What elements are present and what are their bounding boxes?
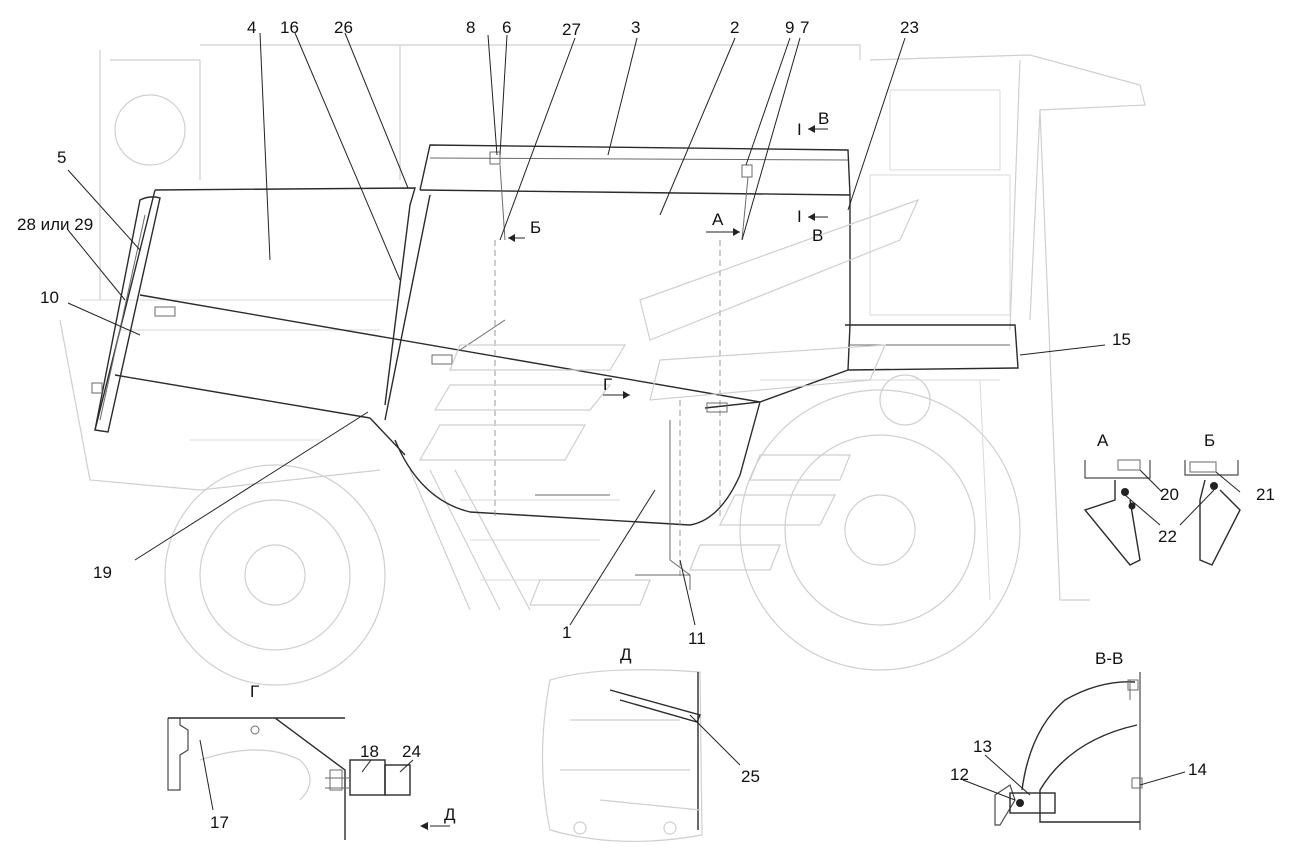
callout-21: 21 — [1256, 485, 1275, 504]
callout-20: 20 — [1160, 485, 1179, 504]
callout-27: 27 — [562, 20, 581, 39]
front-rail — [94, 196, 161, 433]
view-label-g-arrow: Г — [603, 375, 612, 394]
callout-26: 26 — [334, 18, 353, 37]
callout-3: 3 — [631, 18, 640, 37]
upper-side-panel — [419, 189, 851, 409]
section-mark-bottom: I — [797, 207, 802, 226]
callout-11: 11 — [688, 629, 706, 648]
callout-10: 10 — [40, 288, 59, 307]
detail-b — [1179, 460, 1241, 566]
front-side-panel — [154, 187, 416, 406]
callout-16: 16 — [280, 18, 299, 37]
callout-4: 4 — [247, 18, 256, 37]
callout-24: 24 — [402, 742, 421, 761]
detail-title-b: Б — [1204, 431, 1215, 450]
callout-15: 15 — [1112, 330, 1131, 349]
detail-d — [541, 669, 741, 842]
plate — [154, 306, 176, 317]
section-mark-top: I — [797, 120, 802, 139]
callout-1: 1 — [562, 623, 571, 642]
top-cover-panel — [419, 144, 851, 196]
callout-5: 5 — [57, 148, 66, 167]
callout-19: 19 — [93, 563, 112, 582]
plate — [706, 402, 728, 413]
latch — [741, 164, 753, 178]
detail-a — [1083, 459, 1163, 566]
detail-g — [167, 717, 450, 840]
callout-6: 6 — [502, 18, 511, 37]
detail-title-vv: В-В — [1095, 649, 1123, 668]
lower-side-panel — [394, 401, 761, 526]
background-combine-outline — [59, 44, 1146, 686]
view-label-d-arrow: Д — [444, 805, 456, 824]
view-label-v-bottom: В — [812, 226, 823, 245]
detail-vv — [962, 672, 1186, 830]
callout-9: 9 — [785, 18, 794, 37]
detail-title-d: Д — [620, 645, 632, 664]
plate — [431, 354, 453, 365]
callout-13: 13 — [973, 737, 992, 756]
view-labels: А Б В В I I Г А Б Г Д Д В-В — [250, 109, 1215, 824]
callout-23: 23 — [900, 18, 919, 37]
callout-17: 17 — [210, 813, 229, 832]
detail-title-g: Г — [250, 682, 259, 701]
callout-25: 25 — [741, 767, 760, 786]
callout-12: 12 — [950, 765, 969, 784]
callout-2: 2 — [730, 18, 739, 37]
ladder — [635, 420, 691, 590]
view-label-b: Б — [530, 218, 541, 237]
callout-14: 14 — [1188, 760, 1207, 779]
detail-title-a: А — [1097, 431, 1109, 450]
middle-panel-strip — [114, 294, 761, 456]
callout-18: 18 — [360, 742, 379, 761]
view-label-v-top: В — [818, 109, 829, 128]
latch — [489, 151, 501, 165]
callout-7: 7 — [800, 18, 809, 37]
view-label-a: А — [712, 210, 724, 229]
callout-8: 8 — [466, 18, 475, 37]
rear-step-panel — [845, 324, 1019, 371]
callout-28-or-29: 28 или 29 — [17, 215, 93, 234]
callout-22: 22 — [1158, 527, 1177, 546]
leader-lines — [67, 32, 1106, 626]
side-panel-group — [91, 144, 1019, 606]
callout-labels: 1 2 3 4 5 6 7 8 9 10 11 12 13 14 15 16 1… — [17, 18, 1275, 832]
